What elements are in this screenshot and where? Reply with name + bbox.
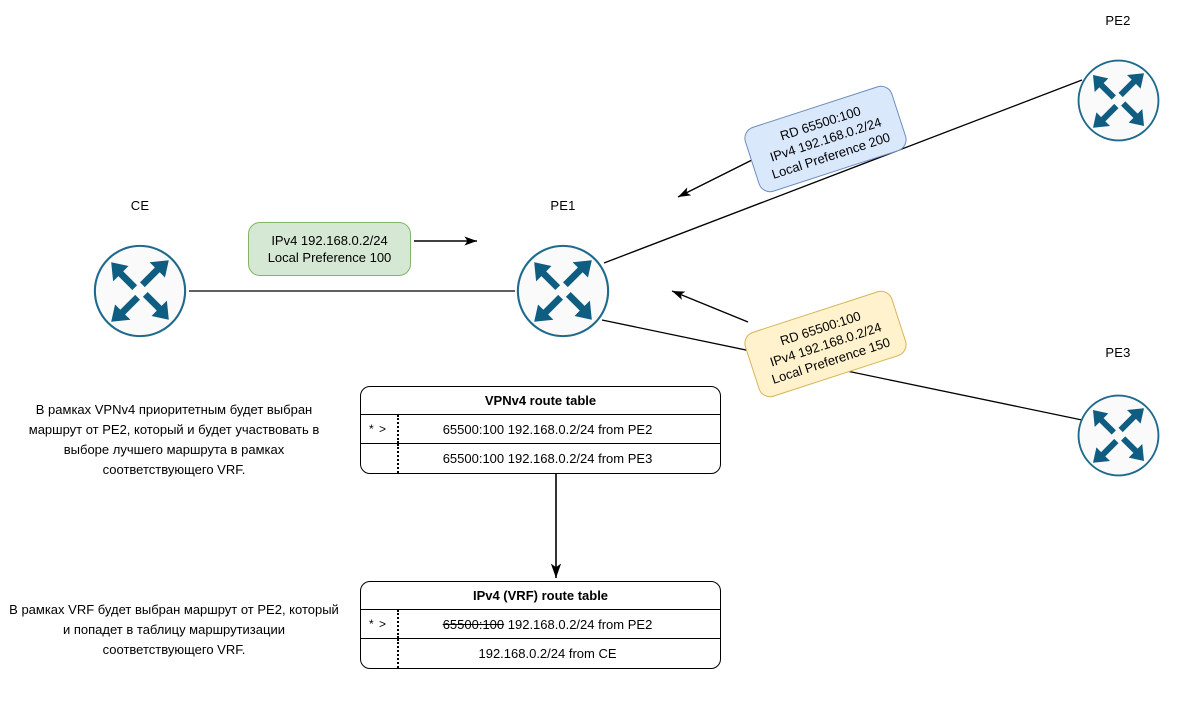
- router-ce[interactable]: [93, 244, 187, 338]
- node-label-pe3: PE3: [1105, 345, 1131, 360]
- route-text: 65500:100 192.168.0.2/24 from PE3: [442, 451, 653, 466]
- arrow-pe2-advert: [677, 158, 755, 198]
- route-text: 65500:100 192.168.0.2/24 from PE2: [442, 421, 653, 437]
- route-text: 192.168.0.2/24 from CE: [478, 646, 617, 661]
- callout-pe3-advert: RD 65500:100 IPv4 192.168.0.2/24 Local P…: [741, 287, 910, 401]
- table-row: * > 65500:100 192.168.0.2/24 from PE2: [361, 610, 720, 639]
- router-pe1[interactable]: [516, 244, 610, 338]
- vrf-table-title: IPv4 (VRF) route table: [361, 582, 720, 610]
- node-label-pe2: PE2: [1105, 13, 1131, 28]
- route-flag: * >: [368, 617, 387, 631]
- route-text: 192.168.0.2/24 from PE2: [504, 616, 653, 632]
- vrf-route-table: IPv4 (VRF) route table * > 65500:100 192…: [360, 581, 721, 669]
- route-divider: [397, 415, 409, 443]
- route-divider: [397, 639, 409, 668]
- vpnv4-route-table: VPNv4 route table * > 65500:100 192.168.…: [360, 386, 721, 474]
- node-label-pe1: PE1: [550, 198, 576, 213]
- callout-ce-line2: Local Preference 100: [267, 250, 392, 265]
- arrow-pe3-advert: [671, 290, 749, 323]
- node-label-ce: CE: [130, 198, 150, 213]
- route-divider: [397, 444, 409, 473]
- note-vrf: В рамках VRF будет выбран маршрут от PE2…: [9, 602, 339, 657]
- route-text-composite: 65500:100 192.168.0.2/24 from PE2: [409, 617, 720, 632]
- table-row: 65500:100 192.168.0.2/24 from PE3: [361, 444, 720, 473]
- vpnv4-table-title: VPNv4 route table: [361, 387, 720, 415]
- table-row: * > 65500:100 192.168.0.2/24 from PE2: [361, 415, 720, 444]
- router-pe2[interactable]: [1077, 59, 1160, 142]
- callout-ce-line1: IPv4 192.168.0.2/24: [271, 233, 388, 248]
- table-row: 192.168.0.2/24 from CE: [361, 639, 720, 668]
- callout-ce-advert: IPv4 192.168.0.2/24 Local Preference 100: [248, 222, 411, 276]
- router-pe3[interactable]: [1077, 394, 1160, 477]
- callout-pe2-advert: RD 65500:100 IPv4 192.168.0.2/24 Local P…: [741, 82, 910, 196]
- route-rd-struck: 65500:100: [442, 616, 505, 632]
- note-vpnv4: В рамках VPNv4 приоритетным будет выбран…: [28, 402, 320, 477]
- route-divider: [397, 610, 409, 638]
- route-flag: * >: [368, 422, 387, 436]
